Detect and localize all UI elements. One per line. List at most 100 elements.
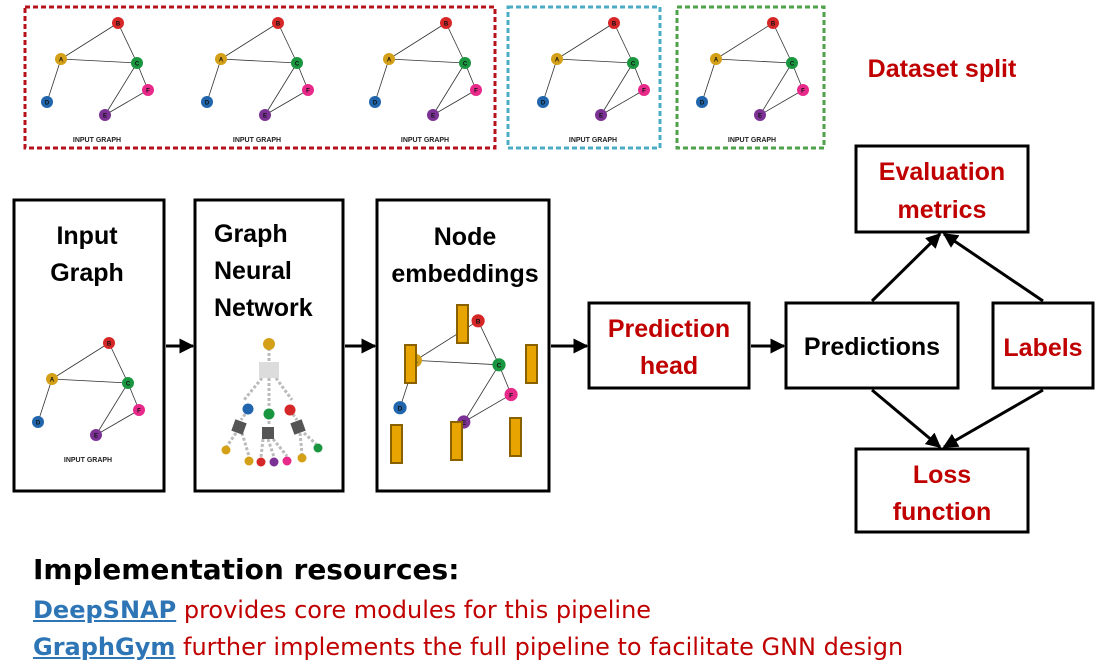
graph-node-label: E — [94, 434, 98, 440]
graph-edge — [759, 89, 804, 116]
prediction-head-box — [587, 301, 751, 390]
graph-edge — [220, 22, 279, 60]
graph-caption: INPUT GRAPH — [728, 137, 776, 144]
graph-node-e — [754, 109, 766, 121]
graph-node-c — [627, 57, 639, 69]
graph-edge — [374, 58, 390, 103]
graph-edge — [60, 22, 119, 60]
graph-node-label: D — [541, 101, 546, 107]
graph-node-label: A — [387, 58, 392, 64]
graph-edge — [60, 58, 138, 64]
embedding-bar — [509, 417, 522, 457]
graph-node-label: B — [444, 22, 449, 28]
graph-node-a — [55, 53, 67, 65]
input-graph-box — [12, 198, 166, 493]
graph-node-label: D — [205, 101, 210, 107]
graph-edge — [104, 89, 149, 116]
graph-edge — [432, 62, 466, 116]
graph-node-label: D — [36, 421, 41, 427]
graph-edge — [277, 22, 298, 64]
graph-edge — [701, 58, 717, 103]
graph-node-label: B — [107, 342, 112, 348]
graph-node-label: F — [137, 409, 141, 415]
graph-node-f — [302, 84, 314, 96]
graph-edge — [542, 58, 558, 103]
graph-node-a — [551, 53, 563, 65]
graph-node-d — [369, 96, 381, 108]
input-graph-title-1: Input — [56, 222, 118, 250]
graph-node-d — [537, 96, 549, 108]
graphgym-link[interactable]: GraphGym — [33, 633, 176, 661]
graph-edge — [108, 342, 129, 384]
graph-node-label: E — [758, 114, 762, 120]
embedding-bar — [525, 344, 538, 384]
graph-node-e — [595, 109, 607, 121]
graph-edge — [613, 22, 634, 64]
graph-node-label: D — [45, 101, 50, 107]
loss-function-title-1: Loss — [913, 461, 971, 489]
graph-node-d — [201, 96, 213, 108]
graph-node-label: B — [612, 22, 617, 28]
graph-node-label: F — [509, 392, 513, 399]
embedding-bar — [404, 344, 417, 384]
graph-node-label: C — [497, 363, 502, 370]
graph-edge — [556, 22, 615, 60]
prediction-head-title-1: Prediction — [608, 315, 730, 343]
graph-node-e — [259, 109, 271, 121]
graph-node-a — [710, 53, 722, 65]
graph-node-f — [797, 84, 809, 96]
computation-tree-icon — [221, 338, 323, 467]
graph-node-label: D — [700, 101, 705, 107]
graph-node-label: C — [631, 62, 636, 68]
graph-node-label: A — [219, 58, 224, 64]
graph-edge — [104, 62, 138, 116]
graph-edge — [477, 320, 500, 365]
arrow-icon — [166, 232, 1044, 449]
input-graph-title-2: Graph — [50, 259, 124, 287]
embedding-bar — [390, 424, 403, 464]
graph-node-label: B — [771, 22, 776, 28]
test-split-panel — [675, 5, 826, 150]
graph-node-label: C — [135, 62, 140, 68]
graph-edge — [46, 58, 62, 103]
graph-node-label: B — [116, 22, 121, 28]
graph-node-f — [142, 84, 154, 96]
graph-edge — [463, 364, 500, 423]
node-embeddings-title-1: Node — [434, 223, 497, 251]
graph-node-f — [638, 84, 650, 96]
graph-node-label: F — [801, 89, 805, 95]
dataset-split-label: Dataset split — [868, 55, 1017, 83]
validation-split-panel — [506, 5, 662, 150]
graph-edge — [388, 22, 447, 60]
resources-heading: Implementation resources: — [33, 553, 460, 586]
graph-edge — [772, 22, 793, 64]
graph-node-label: B — [476, 319, 481, 326]
graph-node-label: C — [295, 62, 300, 68]
evaluation-metrics-title-1: Evaluation — [879, 158, 1005, 186]
graph-edge — [220, 58, 298, 64]
prediction-head-title-2: head — [640, 352, 698, 380]
graph-edge — [264, 62, 298, 116]
graph-node-b — [767, 17, 779, 29]
gnn-title-2: Neural — [214, 257, 292, 285]
graph-node-e — [90, 429, 102, 441]
graph-node-b — [608, 17, 620, 29]
predictions-box — [784, 301, 960, 390]
loss-function-title-2: function — [893, 498, 992, 526]
graph-node-d — [41, 96, 53, 108]
graph-node-label: F — [474, 89, 478, 95]
graph-edge — [445, 22, 466, 64]
graph-edge — [117, 22, 138, 64]
graph-node-label: F — [146, 89, 150, 95]
deepsnap-link[interactable]: DeepSNAP — [33, 596, 177, 624]
graph-edge — [759, 62, 793, 116]
graph-edge — [51, 378, 129, 384]
graph-node-label: E — [263, 114, 267, 120]
graph-caption: INPUT GRAPH — [401, 137, 449, 144]
graph-node-a — [215, 53, 227, 65]
graph-node-e — [427, 109, 439, 121]
